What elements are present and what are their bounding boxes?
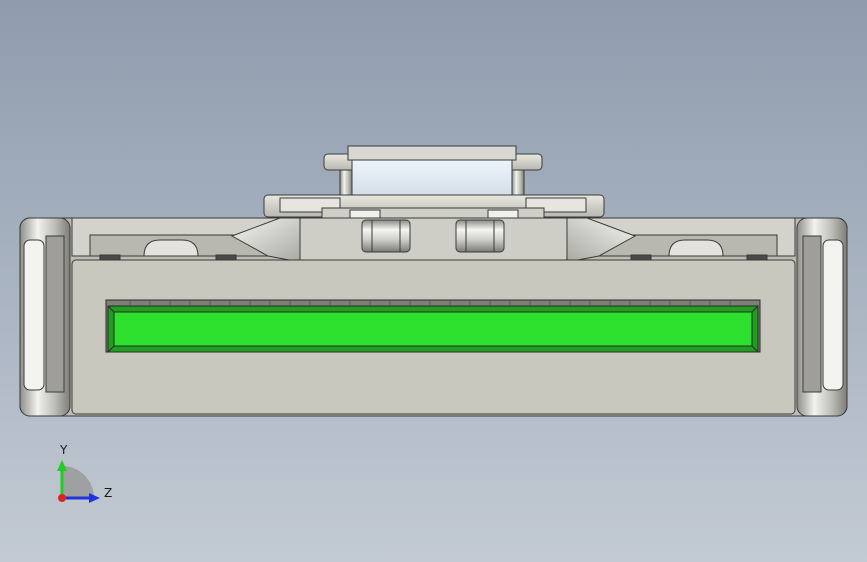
slot-highlight [113,311,753,347]
triad-z-label: Z [104,486,113,500]
roller-right [455,219,505,253]
roller-left [361,219,411,253]
x-axis-icon [58,494,66,502]
contact-pad [215,254,237,261]
triad-y-label: Y [60,443,68,457]
connector-slot [105,299,761,353]
contact-pad [630,254,652,261]
pin-row [129,301,731,305]
contact-pad [99,254,121,261]
top-latch [263,145,605,219]
contact-pad [746,254,768,261]
axis-triad[interactable] [57,460,100,503]
